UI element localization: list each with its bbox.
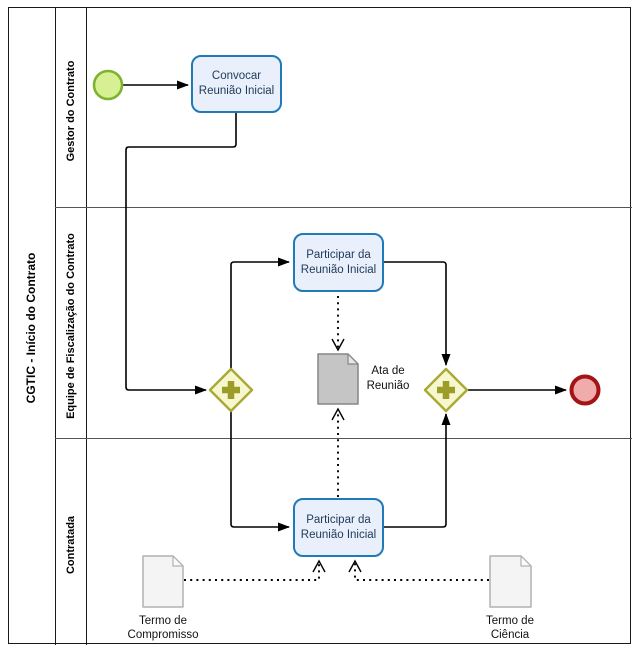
pool-title-divider xyxy=(55,7,56,645)
task-label-line: Reunião Inicial xyxy=(300,263,377,276)
task-label-line: Participar da xyxy=(306,513,371,526)
task-label-line: Reunião Inicial xyxy=(300,528,377,541)
plus-icon xyxy=(222,381,240,399)
lane-divider-2 xyxy=(55,438,632,439)
document-ata-label: Ata de Reunião xyxy=(366,365,410,392)
task-label-line: Convocar xyxy=(211,70,262,82)
document-ciencia-icon[interactable] xyxy=(489,555,532,608)
task-convocar-reuniao[interactable]: Convocar Reunião Inicial xyxy=(191,55,282,113)
document-compromisso-icon[interactable] xyxy=(142,555,184,608)
document-ata-icon[interactable] xyxy=(317,353,359,405)
document-compromisso-label: Termo de Compromisso xyxy=(127,615,199,641)
end-event-icon[interactable] xyxy=(569,374,601,406)
task-label-line: Reunião Inicial xyxy=(198,85,275,97)
task-participar-fiscalizacao[interactable]: Participar da Reunião Inicial xyxy=(293,233,384,292)
start-event-icon[interactable] xyxy=(92,69,124,101)
task-label-line: Participar da xyxy=(306,248,371,261)
lane-label-divider xyxy=(86,7,87,645)
lane-divider-1 xyxy=(55,207,632,208)
pool-border xyxy=(8,7,631,644)
parallel-gateway-split[interactable] xyxy=(208,367,254,413)
document-ciencia-label: Termo de Ciência xyxy=(486,615,534,641)
parallel-gateway-join[interactable] xyxy=(423,367,469,413)
plus-icon xyxy=(437,381,455,399)
pool-title-text: CGTIC - Início do Contrato xyxy=(24,252,38,404)
task-participar-contratada[interactable]: Participar da Reunião Inicial xyxy=(293,498,384,557)
